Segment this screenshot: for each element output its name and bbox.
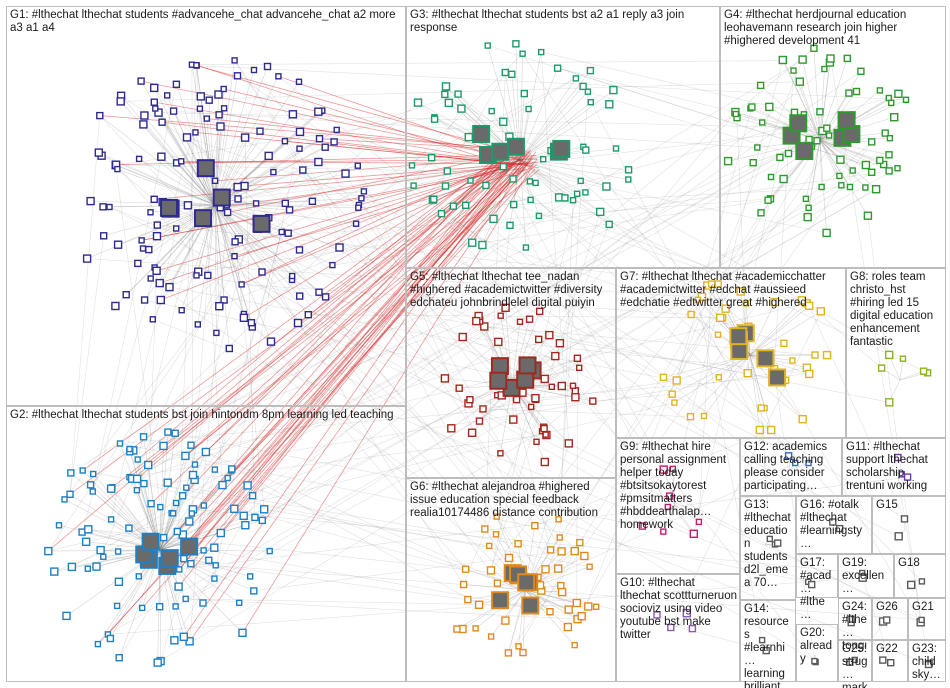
group-panel-g25[interactable]: G25: strug… mark… xyxy=(838,640,872,682)
group-panel-g24[interactable]: G24: #lthe… tongi… xyxy=(838,598,872,640)
group-panel-g2[interactable]: G2: #lthechat lthechat students bst join… xyxy=(6,406,406,682)
group-panel-g19[interactable]: G19: excellen… xyxy=(838,554,894,598)
group-panel-g9[interactable]: G9: #lthechat hire personal assignment h… xyxy=(616,438,740,574)
group-panel-g14[interactable]: G14: resources #learnhi… learning brilli… xyxy=(740,600,796,682)
group-label: G14: resources #learnhi… learning brilli… xyxy=(744,603,793,688)
group-label: G1: #lthechat lthechat students #advance… xyxy=(10,9,403,35)
group-panel-g18[interactable]: G18 xyxy=(894,554,946,598)
group-panel-g12[interactable]: G12: academics calling teaching please c… xyxy=(740,438,842,496)
group-panel-g15[interactable]: G15 xyxy=(872,496,946,554)
group-label: G25: strug… mark… xyxy=(842,643,869,688)
group-panel-g10[interactable]: G10: #lthechat lthechat scottturneruon s… xyxy=(616,574,740,682)
group-label: G6: #lthechat alejandroa #highered issue… xyxy=(410,481,613,520)
group-label: G5: #lthechat lthechat tee_nadan #higher… xyxy=(410,271,613,310)
group-label: G21 xyxy=(912,601,943,614)
group-label: G9: #lthechat hire personal assignment h… xyxy=(620,441,737,532)
group-panel-g23[interactable]: G23: child sky… xyxy=(908,640,946,682)
group-panel-g6[interactable]: G6: #lthechat alejandroa #highered issue… xyxy=(406,478,616,682)
group-label: G17: #acad… #lthe… xyxy=(800,557,835,622)
group-label: G3: #lthechat lthechat students bst a2 a… xyxy=(410,9,717,35)
group-label: G23: child sky… xyxy=(912,643,943,682)
group-label: G16: #otalk #lthechat #learningsty… xyxy=(800,499,869,551)
group-panel-g8[interactable]: G8: roles team christo_hst #hiring led 1… xyxy=(846,268,946,438)
group-panel-g17[interactable]: G17: #acad… #lthe… xyxy=(796,554,838,598)
group-panel-g20[interactable]: G20: already xyxy=(796,624,838,682)
group-panel-g26[interactable]: G26 xyxy=(872,598,908,640)
group-panel-g21[interactable]: G21 xyxy=(908,598,946,640)
group-panel-g5[interactable]: G5: #lthechat lthechat tee_nadan #higher… xyxy=(406,268,616,478)
group-label: G22 xyxy=(876,643,905,656)
group-panel-g1[interactable]: G1: #lthechat lthechat students #advance… xyxy=(6,6,406,406)
group-label: G10: #lthechat lthechat scottturneruon s… xyxy=(620,577,737,642)
group-label: G4: #lthechat herdjournal education leoh… xyxy=(724,9,943,48)
group-panel-g13[interactable]: G13: #lthechat education students d2l_em… xyxy=(740,496,796,600)
group-label: G11: #lthechat support lthechat scholars… xyxy=(846,441,943,493)
group-label: G26 xyxy=(876,601,905,614)
group-panel-g3[interactable]: G3: #lthechat lthechat students bst a2 a… xyxy=(406,6,720,268)
group-label: G15 xyxy=(876,499,943,512)
group-panel-g7[interactable]: G7: #lthechat lthechat #academicchatter … xyxy=(616,268,846,438)
group-label: G7: #lthechat lthechat #academicchatter … xyxy=(620,271,843,310)
group-panel-g16[interactable]: G16: #otalk #lthechat #learningsty… xyxy=(796,496,872,554)
group-panel-g4[interactable]: G4: #lthechat herdjournal education leoh… xyxy=(720,6,946,268)
group-panel-g11[interactable]: G11: #lthechat support lthechat scholars… xyxy=(842,438,946,496)
group-panel-g22[interactable]: G22 xyxy=(872,640,908,682)
group-label: G18 xyxy=(898,557,943,570)
group-label: G19: excellen… xyxy=(842,557,891,596)
group-label: G13: #lthechat education students d2l_em… xyxy=(744,499,793,590)
group-label: G12: academics calling teaching please c… xyxy=(744,441,839,493)
group-label: G2: #lthechat lthechat students bst join… xyxy=(10,409,403,422)
group-label: G8: roles team christo_hst #hiring led 1… xyxy=(850,271,943,349)
group-label: G20: already xyxy=(800,627,835,666)
